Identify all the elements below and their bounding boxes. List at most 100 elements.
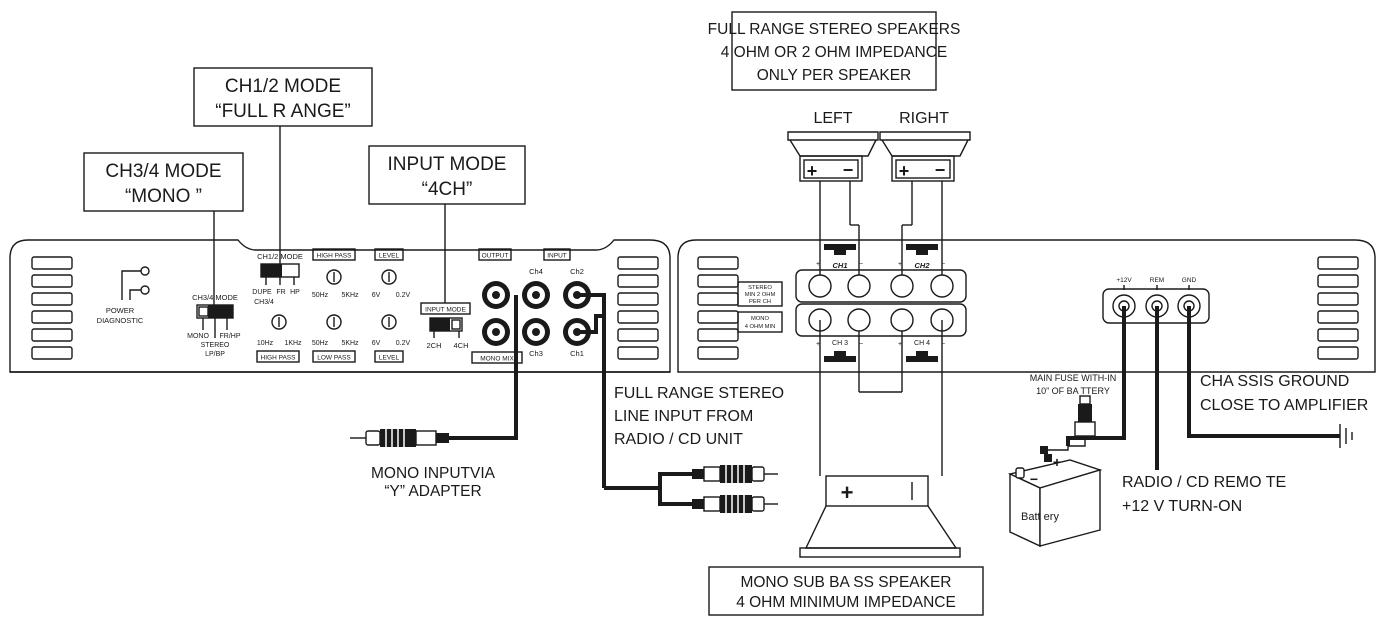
output-jack-top[interactable] [482, 281, 510, 309]
high-pass-top-label: HIGH PASS [317, 253, 353, 260]
right-amp-fins-right [1317, 256, 1359, 360]
lpbp-label: LP/BP [205, 351, 225, 358]
chassis-note-2: CLOSE TO AMPLIFIER [1200, 397, 1368, 414]
output-label: OUTPUT [482, 253, 509, 260]
mono-note-2: 4 OHM MIN [745, 324, 776, 330]
remote-note-2: +12 V TURN-ON [1122, 498, 1242, 515]
line-input-note-1: FULL RANGE STEREO [614, 385, 784, 402]
callout-sub: MONO SUB BA SS SPEAKER 4 OHM MINIMUM IMP… [708, 566, 984, 616]
callout-speakers-line1: FULL RANGE STEREO SPEAKERS [708, 21, 961, 38]
level-knob-bottom[interactable]: 6V 0.2V LEVEL [372, 314, 411, 363]
ch3-jack[interactable] [522, 318, 550, 346]
callout-ch12-line1: CH1/2 MODE [225, 76, 341, 97]
input-label: INPUT [547, 253, 567, 260]
ch1-plus-terminal[interactable] [808, 274, 832, 298]
callout-ch34-line1: CH3/4 MODE [105, 161, 221, 182]
ground-icon [1339, 424, 1353, 448]
chassis-note-1: CHA SSIS GROUND [1200, 373, 1349, 390]
ch3-plus-mark: + [816, 341, 820, 348]
mono-input-note-2: “Y” ADAPTER [384, 483, 481, 500]
high-pass-knob-bottom[interactable]: 10Hz 1KHz HIGH PASS [256, 314, 302, 363]
mono-label: MONO [187, 333, 209, 340]
hp2-max-label: 1KHz [284, 340, 302, 347]
speaker-terminal-block: CH1 CH2 CH 3 CH 4 + − + − + − + − [795, 244, 967, 362]
lp-max-label: 5KHz [341, 340, 359, 347]
frhp-label: FR/HP [220, 333, 241, 340]
ch34-mode-label: CH3/4 MODE [192, 293, 238, 302]
low-pass-knob-bottom[interactable]: 50Hz 5KHz LOW PASS [312, 314, 359, 363]
ch1-jack-label: Ch1 [570, 349, 584, 358]
ch2-plus-terminal[interactable] [890, 274, 914, 298]
ch12-mode-switch[interactable]: CH1/2 MODE DUPE FR HP CH3/4 [252, 252, 303, 306]
high-pass-bottom-label: HIGH PASS [261, 355, 297, 362]
right-amplifier: STEREO MIN 2 OHM PER CH MONO 4 OHM MIN C… [677, 239, 1376, 373]
callout-ch34: CH3/4 MODE “MONO ” [83, 152, 244, 305]
diagnostic-label: DIAGNOSTIC [97, 316, 144, 325]
ch1-minus-terminal[interactable] [847, 274, 871, 298]
left-amp-fins-right [617, 256, 659, 360]
battery-minus: − [1030, 471, 1038, 487]
level-min-label: 6V [372, 292, 381, 299]
battery-label: Batt ery [1021, 511, 1059, 523]
ch3-minus-terminal[interactable] [847, 308, 871, 332]
ch34-small-label: CH3/4 [254, 299, 274, 306]
mono-input-note-1: MONO INPUTVIA [371, 465, 496, 482]
right-speaker-plus: + [899, 161, 910, 181]
mono-note-box: MONO 4 OHM MIN [737, 311, 783, 333]
ch2-label: CH2 [914, 261, 930, 270]
2ch-label: 2CH [426, 341, 441, 350]
4ch-label: 4CH [453, 341, 468, 350]
fuse-note-2: 10” OF BA TTERY [1036, 386, 1110, 396]
ch2-minus-mark: − [941, 261, 945, 268]
rca-jacks: OUTPUT INPUT Ch4 Ch2 Ch3 Ch1 MONO MIX [471, 248, 591, 364]
left-speaker-plus: + [807, 161, 818, 181]
callout-speakers-line2: 4 OHM OR 2 OHM IMPEDANCE [721, 44, 948, 61]
left-amp-body [9, 239, 671, 373]
stereo-note-2: MIN 2 OHM [745, 292, 776, 298]
high-pass-knob-top[interactable]: HIGH PASS 50Hz 5KHz [312, 248, 359, 299]
callout-sub-line2: 4 OHM MINIMUM IMPEDANCE [736, 594, 956, 611]
level2-min-label: 6V [372, 340, 381, 347]
hp-label: HP [290, 289, 300, 296]
mono-note-1: MONO [751, 316, 770, 322]
level-max-label: 0.2V [396, 292, 411, 299]
lp-min-label: 50Hz [312, 340, 329, 347]
gnd-label: GND [1182, 277, 1197, 284]
level2-max-label: 0.2V [396, 340, 411, 347]
power-wiring: MAIN FUSE WITH-IN 10” OF BA TTERY + − Ba… [1007, 306, 1368, 548]
right-amp-body [677, 239, 1376, 373]
callout-input-mode: INPUT MODE “4CH” [368, 145, 526, 303]
hp-max-label: 5KHz [341, 292, 359, 299]
diagnostic-led [140, 285, 150, 295]
left-amplifier: POWER DIAGNOSTIC CH3/4 MODE MONO FR/HP S… [9, 239, 671, 373]
input-mode-switch[interactable]: INPUT MODE 2CH 4CH [420, 302, 471, 350]
ch4-plus-terminal[interactable] [890, 308, 914, 332]
stereo-note-3: PER CH [749, 299, 771, 305]
right-amp-fins-left [697, 256, 739, 360]
plus12v-label: +12V [1116, 277, 1132, 284]
ch2-minus-terminal[interactable] [930, 274, 954, 298]
line-input-note-3: RADIO / CD UNIT [614, 431, 743, 448]
callout-ch12-line2: “FULL R ANGE” [215, 101, 351, 122]
low-pass-bottom-label: LOW PASS [317, 355, 351, 362]
ch4-plus-mark: + [898, 341, 902, 348]
output-jack-bottom[interactable] [482, 318, 510, 346]
level-knob-top[interactable]: LEVEL 6V 0.2V [372, 248, 411, 299]
ch3-label: CH 3 [832, 340, 848, 347]
power-led [140, 266, 150, 276]
hp2-min-label: 10Hz [257, 340, 274, 347]
right-speaker-minus: − [935, 160, 946, 180]
power-label: POWER [106, 306, 135, 315]
mono-mix-label: MONO MIX [480, 356, 514, 363]
dupe-label: DUPE [252, 289, 272, 296]
callout-ch34-line2: “MONO ” [125, 186, 202, 207]
ch3-minus-mark: − [859, 341, 863, 348]
fuse-note-1: MAIN FUSE WITH-IN [1030, 373, 1117, 383]
callout-input-line2: “4CH” [422, 179, 473, 200]
level-bottom-label: LEVEL [379, 355, 400, 362]
ch4-jack[interactable] [522, 281, 550, 309]
callout-sub-line1: MONO SUB BA SS SPEAKER [740, 574, 951, 591]
ch34-mode-switch[interactable]: CH3/4 MODE MONO FR/HP STEREO LP/BP [187, 293, 241, 358]
mono-input-cable: MONO INPUTVIA “Y” ADAPTER [350, 295, 518, 500]
left-speaker: LEFT + − [787, 110, 879, 275]
